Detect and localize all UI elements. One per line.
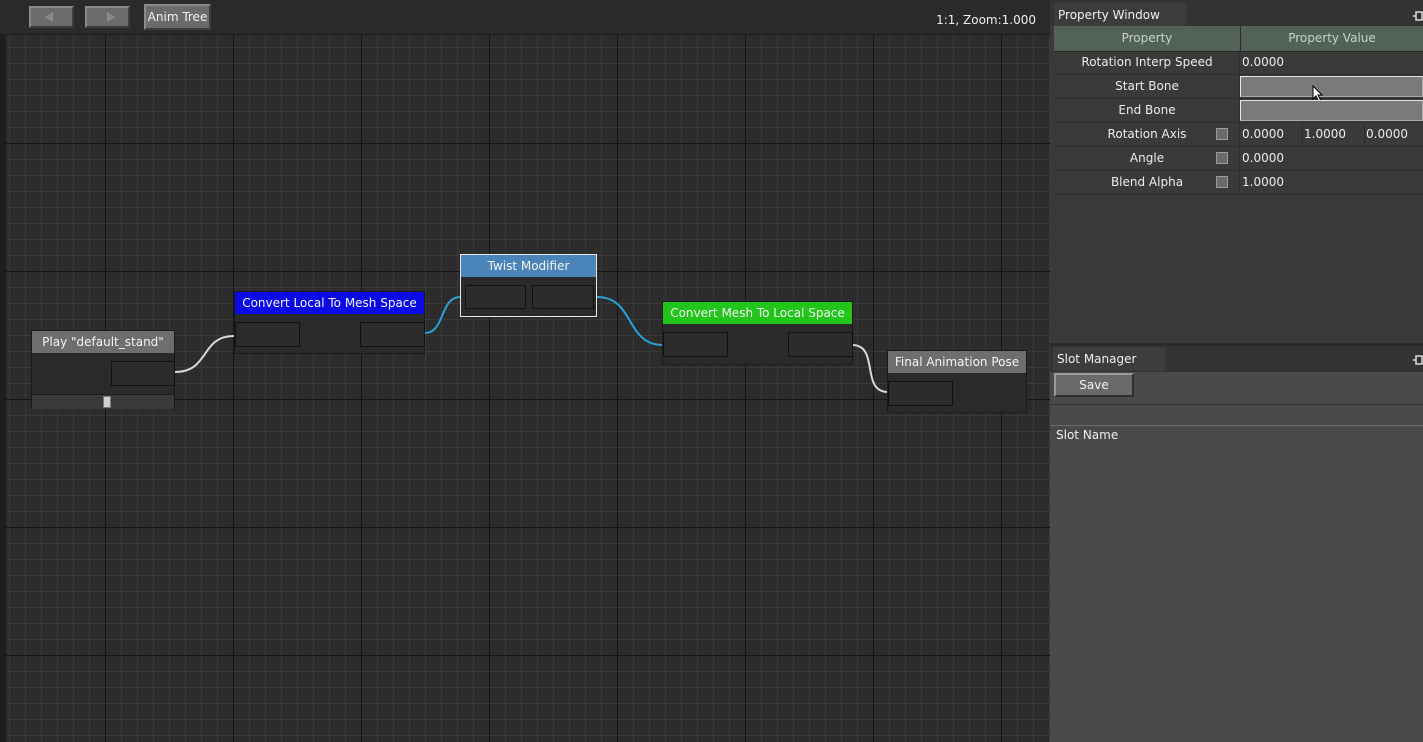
rotation-axis-z[interactable]: 0.0000 bbox=[1366, 127, 1408, 141]
property-value[interactable]: 0.0000 bbox=[1242, 55, 1284, 69]
column-divider bbox=[1240, 26, 1241, 51]
node-title: Final Animation Pose bbox=[888, 351, 1026, 373]
rotation-axis-y[interactable]: 1.0000 bbox=[1304, 127, 1346, 141]
property-label: End Bone bbox=[1118, 103, 1176, 117]
panel-splitter[interactable] bbox=[1050, 343, 1423, 346]
wire-local-to-mesh-to-twist[interactable] bbox=[424, 296, 461, 334]
node-convert-local-to-mesh[interactable]: Convert Local To Mesh Space bbox=[234, 291, 425, 354]
property-table-header: Property Property Value bbox=[1054, 26, 1423, 52]
input-pin[interactable] bbox=[235, 322, 300, 347]
node-title: Play "default_stand" bbox=[32, 331, 174, 353]
property-value[interactable]: 0.0000 bbox=[1242, 151, 1284, 165]
dock-pin-icon[interactable] bbox=[1413, 354, 1423, 365]
property-row-blend-alpha[interactable]: Blend Alpha 1.0000 bbox=[1054, 171, 1423, 195]
output-pin[interactable] bbox=[532, 285, 594, 309]
property-row-angle[interactable]: Angle 0.0000 bbox=[1054, 147, 1423, 171]
property-label: Start Bone bbox=[1115, 79, 1179, 93]
axis-divider bbox=[1364, 123, 1365, 146]
input-pin[interactable] bbox=[663, 332, 728, 357]
tab-property-window[interactable]: Property Window bbox=[1054, 3, 1186, 27]
node-play-animation[interactable]: Play "default_stand" bbox=[31, 330, 175, 409]
graph-toolbar: Anim Tree 1:1, Zoom:1.000 bbox=[0, 0, 1050, 35]
output-pin[interactable] bbox=[360, 322, 425, 347]
play-rate-slider[interactable] bbox=[32, 394, 174, 409]
property-row-rotation-interp-speed[interactable]: Rotation Interp Speed 0.0000 bbox=[1054, 51, 1423, 75]
zoom-status: 1:1, Zoom:1.000 bbox=[936, 13, 1036, 27]
blend-alpha-checkbox[interactable] bbox=[1216, 176, 1228, 188]
arrow-right-icon bbox=[106, 12, 115, 22]
property-label: Angle bbox=[1129, 151, 1165, 165]
input-pin[interactable] bbox=[465, 285, 526, 309]
left-edge-strip bbox=[0, 34, 6, 742]
back-button[interactable] bbox=[29, 6, 74, 28]
rotation-axis-checkbox[interactable] bbox=[1216, 128, 1228, 140]
property-window: Property Window Property Property Value … bbox=[1050, 0, 1423, 343]
node-convert-mesh-to-local[interactable]: Convert Mesh To Local Space bbox=[662, 301, 853, 365]
forward-button[interactable] bbox=[85, 6, 130, 28]
save-button[interactable]: Save bbox=[1054, 373, 1134, 397]
property-row-start-bone[interactable]: Start Bone bbox=[1054, 75, 1423, 103]
start-bone-field[interactable] bbox=[1240, 76, 1423, 97]
property-row-rotation-axis[interactable]: Rotation Axis 0.0000 1.0000 0.0000 bbox=[1054, 123, 1423, 147]
axis-divider bbox=[1302, 123, 1303, 146]
angle-checkbox[interactable] bbox=[1216, 152, 1228, 164]
arrow-left-icon bbox=[44, 12, 53, 22]
node-final-animation-pose[interactable]: Final Animation Pose bbox=[887, 350, 1027, 413]
input-pin[interactable] bbox=[888, 381, 953, 406]
column-property-value[interactable]: Property Value bbox=[1288, 31, 1376, 45]
property-column-divider bbox=[1239, 51, 1240, 195]
anim-graph-canvas[interactable]: Play "default_stand" Convert Local To Me… bbox=[0, 0, 1050, 742]
node-twist-modifier[interactable]: Twist Modifier bbox=[460, 254, 597, 317]
wire-mesh-to-local-to-final[interactable] bbox=[851, 344, 889, 393]
rotation-axis-x[interactable]: 0.0000 bbox=[1242, 127, 1284, 141]
slider-handle[interactable] bbox=[103, 396, 111, 408]
slot-list-spacer bbox=[1050, 405, 1423, 426]
property-value[interactable]: 1.0000 bbox=[1242, 175, 1284, 189]
slot-manager: Slot Manager Save Slot Name bbox=[1050, 346, 1423, 742]
property-row-end-bone[interactable]: End Bone bbox=[1054, 99, 1423, 123]
end-bone-field[interactable] bbox=[1240, 100, 1423, 121]
property-label: Rotation Interp Speed bbox=[1081, 55, 1213, 69]
node-title: Twist Modifier bbox=[461, 255, 596, 277]
output-pin[interactable] bbox=[111, 361, 175, 386]
property-label: Rotation Axis bbox=[1107, 127, 1187, 141]
right-dock: Property Window Property Property Value … bbox=[1050, 0, 1423, 742]
node-title: Convert Local To Mesh Space bbox=[235, 292, 424, 314]
node-title: Convert Mesh To Local Space bbox=[663, 302, 852, 324]
wire-play-to-local-to-mesh[interactable] bbox=[174, 335, 235, 373]
wire-twist-to-mesh-to-local[interactable] bbox=[596, 296, 664, 346]
tab-slot-manager[interactable]: Slot Manager bbox=[1053, 347, 1165, 371]
anim-tree-button[interactable]: Anim Tree bbox=[144, 4, 211, 30]
column-property[interactable]: Property bbox=[1121, 31, 1173, 45]
property-label: Blend Alpha bbox=[1110, 175, 1184, 189]
dock-pin-icon[interactable] bbox=[1413, 10, 1423, 21]
slot-name-header: Slot Name bbox=[1056, 428, 1119, 442]
output-pin[interactable] bbox=[788, 332, 853, 357]
